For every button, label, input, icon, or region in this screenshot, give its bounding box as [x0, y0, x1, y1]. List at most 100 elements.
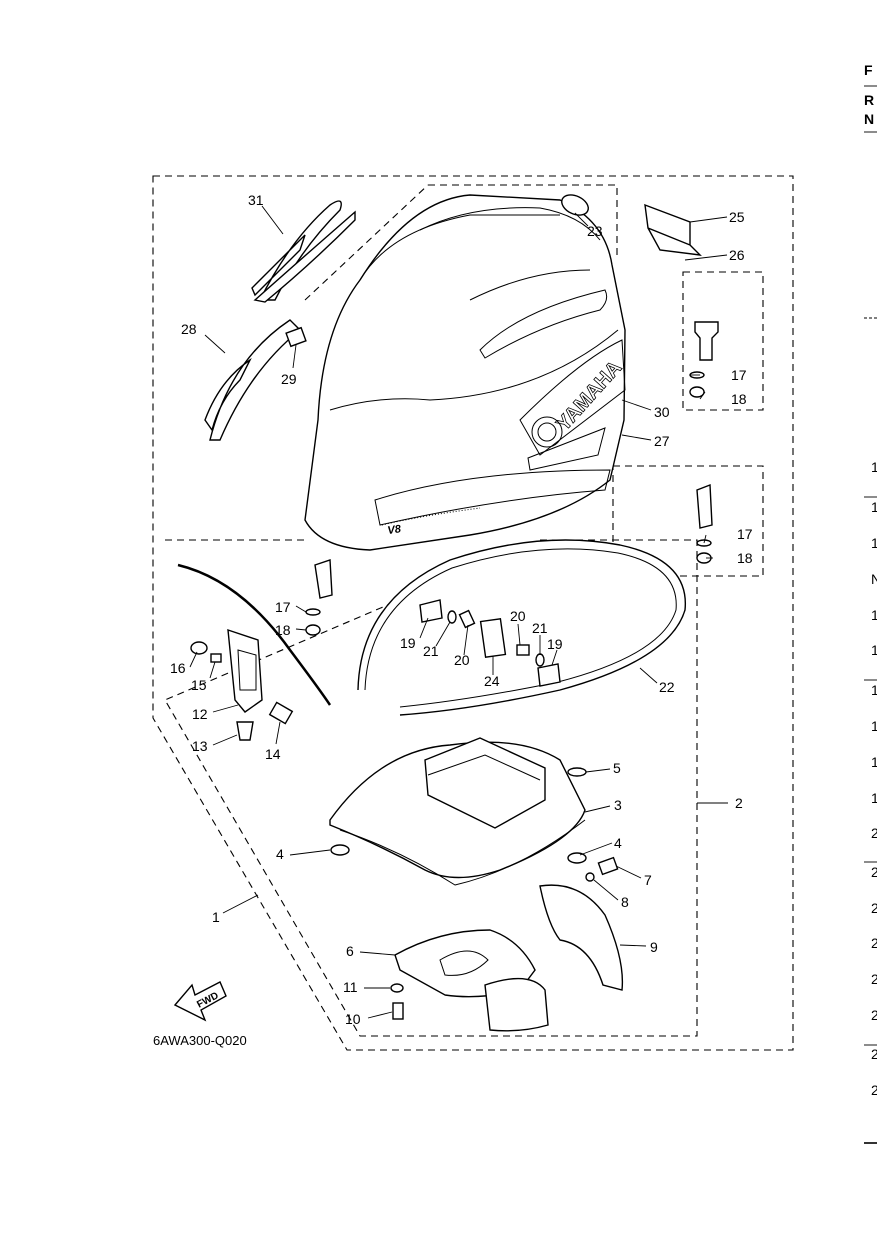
latch-box-upper [682, 271, 764, 411]
callout-28: 28 [181, 321, 197, 337]
edge-num-11: 2 [871, 864, 877, 880]
bolt-7 [597, 856, 619, 876]
cover-3 [329, 737, 586, 886]
edge-num-13: 2 [871, 935, 877, 951]
screw-20-right [516, 644, 530, 656]
decal-28 [204, 319, 302, 441]
edge-num-2: 1 [871, 535, 877, 551]
leader-lines [189, 205, 728, 1019]
callout-9: 9 [650, 939, 658, 955]
latch-box-lower [612, 465, 764, 577]
callout-2: 2 [735, 795, 743, 811]
fwd-arrow: FWD [173, 981, 227, 1022]
callout-18-lower: 18 [737, 550, 753, 566]
callout-24: 24 [484, 673, 500, 689]
edge-text-2: N [864, 111, 874, 127]
edge-num-0: 1 [871, 459, 877, 475]
edge-num-8: 1 [871, 754, 877, 770]
callout-11: 11 [343, 979, 358, 995]
callout-31: 31 [248, 192, 264, 208]
edge-num-14: 2 [871, 971, 877, 987]
duct-6 [394, 929, 549, 1032]
edge-num-12: 2 [871, 900, 877, 916]
callout-25: 25 [729, 209, 745, 225]
callout-5: 5 [613, 760, 621, 776]
edge-num-1: 1 [871, 499, 877, 515]
latch-lower-right [696, 483, 713, 564]
callout-17-upper: 17 [731, 367, 747, 383]
edge-num-7: 1 [871, 718, 877, 734]
washer-5 [567, 767, 587, 777]
callout-14: 14 [265, 746, 281, 762]
callout-30: 30 [654, 404, 670, 420]
top-cowling-boundary [304, 184, 618, 301]
right-edge-fragment: F R N 1 1 1 N 1 1 1 1 1 1 2 2 2 2 2 2 2 … [864, 62, 877, 1144]
callout-19-left: 19 [400, 635, 416, 651]
callout-8: 8 [621, 894, 629, 910]
washer-21-right [535, 653, 545, 667]
callout-6: 6 [346, 943, 354, 959]
callout-17-lower: 17 [737, 526, 753, 542]
clip-29 [285, 326, 307, 348]
callout-18-upper: 18 [731, 391, 747, 407]
washer-21-left [447, 610, 457, 624]
label-24 [479, 617, 507, 659]
callout-18-left: 18 [275, 622, 291, 638]
figure-code: 6AWA300-Q020 [153, 1033, 247, 1048]
clip-19-left [419, 599, 443, 623]
edge-num-6: 1 [871, 682, 877, 698]
callout-21-left: 21 [423, 643, 439, 659]
callout-4-left: 4 [276, 846, 284, 862]
bolt-10 [392, 1002, 404, 1020]
latch-upper-right [689, 321, 719, 398]
edge-num-5: 1 [871, 642, 877, 658]
edge-num-16: 2 [871, 1046, 877, 1062]
grommet-4-right [567, 852, 587, 864]
callout-19-right: 19 [547, 636, 563, 652]
edge-num-10: 2 [871, 825, 877, 841]
washer-11 [390, 983, 404, 993]
edge-text-0: F [864, 62, 873, 78]
callout-26: 26 [729, 247, 745, 263]
callout-1: 1 [212, 909, 220, 925]
callout-20-right: 20 [510, 608, 526, 624]
decal-lower-left [253, 210, 356, 303]
inset-divider [177, 563, 332, 706]
callout-16: 16 [170, 660, 186, 676]
edge-num-17: 2 [871, 1082, 877, 1098]
callout-labels: 1 2 3 4 4 5 6 7 8 9 10 11 12 13 14 15 16… [170, 192, 753, 1027]
hook-assembly [190, 628, 294, 741]
callout-13: 13 [192, 738, 208, 754]
screw-20-left [458, 609, 476, 629]
edge-num-4: 1 [871, 607, 877, 623]
assembly-1-boundary [152, 175, 794, 1051]
assembly-2-boundary [164, 539, 698, 1037]
seal-25 [644, 203, 702, 256]
plug-23 [561, 194, 589, 216]
model-badge-text: V8 [387, 523, 403, 537]
callout-22: 22 [659, 679, 675, 695]
callout-21-right: 21 [532, 620, 548, 636]
edge-num-15: 2 [871, 1007, 877, 1023]
grommet-4-left [330, 844, 350, 856]
callout-3: 3 [614, 797, 622, 813]
latch-left [305, 559, 333, 636]
top-cowling: YAMAHA V8 [304, 194, 627, 551]
gasket-22 [357, 539, 686, 716]
callout-10: 10 [345, 1011, 361, 1027]
callout-4-right: 4 [614, 835, 622, 851]
callout-23: 23 [587, 223, 603, 239]
callout-17-left: 17 [275, 599, 291, 615]
edge-num-9: 1 [871, 790, 877, 806]
callout-27: 27 [654, 433, 670, 449]
panel-9 [539, 884, 624, 991]
edge-text-1: R [864, 92, 874, 108]
edge-num-3: N [871, 571, 877, 587]
callout-29: 29 [281, 371, 297, 387]
clip-19-right [537, 663, 561, 687]
callout-20-left: 20 [454, 652, 470, 668]
callout-15: 15 [191, 677, 207, 693]
callout-12: 12 [192, 706, 208, 722]
decal-31 [251, 200, 342, 301]
